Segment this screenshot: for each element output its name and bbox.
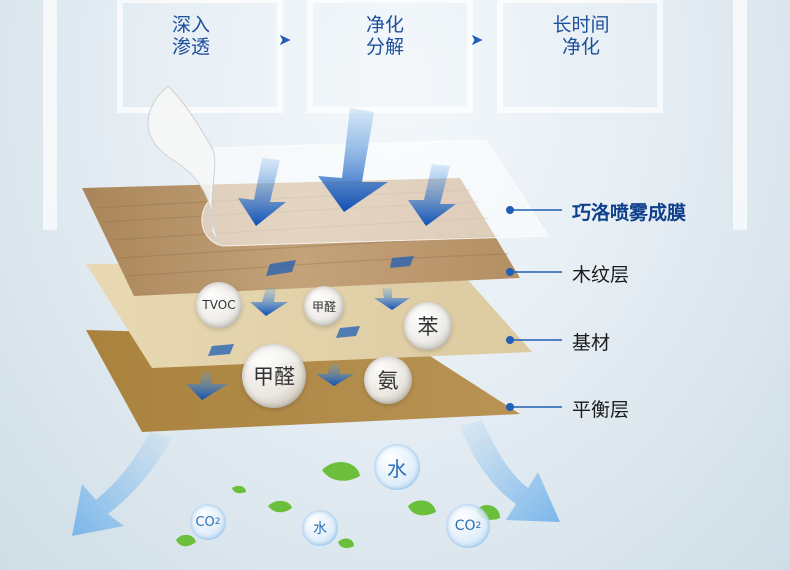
step-purify-decompose: 净化 分解: [330, 14, 440, 58]
background-windows: [43, 0, 747, 230]
blue-dash-marks: [208, 256, 414, 356]
co2-subscript: 2: [214, 517, 221, 527]
pollutant-bubble-benzene: 苯: [404, 302, 452, 350]
co2-subscript: 2: [475, 521, 482, 531]
outflow-arrow-right: [460, 420, 560, 522]
label-spray-film: 巧洛喷雾成膜: [572, 202, 687, 224]
label-base-layer: 基材: [572, 332, 611, 354]
leaf-icon: [268, 500, 292, 513]
leader-dots: [506, 206, 514, 411]
chevron-right-icon: ➤: [470, 30, 484, 49]
leaf-icon: [338, 538, 354, 549]
leaf-icon: [176, 534, 196, 547]
step-long-term-purify: 长时间 净化: [526, 14, 636, 58]
pollutant-bubble-formaldehyde-large: 甲醛: [242, 344, 306, 408]
label-balance-layer: 平衡层: [572, 399, 630, 421]
chevron-right-icon: ➤: [278, 30, 292, 49]
leaf-icons: [176, 462, 500, 549]
water-bubble: 水: [302, 510, 338, 546]
leaf-icon: [322, 462, 360, 481]
penetration-arrows: [186, 108, 456, 400]
pollutant-bubble-tvoc: TVOC: [196, 282, 242, 328]
outflow-arrow-left: [72, 432, 172, 536]
step-deep-penetration: 深入 渗透: [136, 14, 246, 58]
co2-text: CO: [195, 514, 215, 530]
co2-text: CO: [454, 518, 476, 534]
leaf-icon: [232, 485, 246, 494]
step-text: 长时间: [552, 14, 610, 36]
spray-film: [201, 139, 549, 247]
pollutant-bubble-formaldehyde-small: 甲醛: [304, 286, 344, 326]
step-text: 深入: [171, 14, 210, 36]
leaf-icon: [408, 500, 436, 516]
leader-lines: [512, 209, 562, 408]
label-wood-grain-layer: 木纹层: [572, 264, 630, 286]
step-text: 渗透: [171, 36, 210, 58]
pollutant-bubble-ammonia: 氨: [364, 356, 412, 404]
step-text: 分解: [365, 36, 404, 58]
step-text: 净化: [561, 36, 600, 58]
water-bubble: 水: [374, 444, 420, 490]
step-text: 净化: [365, 14, 404, 36]
peeled-film: [147, 85, 223, 247]
